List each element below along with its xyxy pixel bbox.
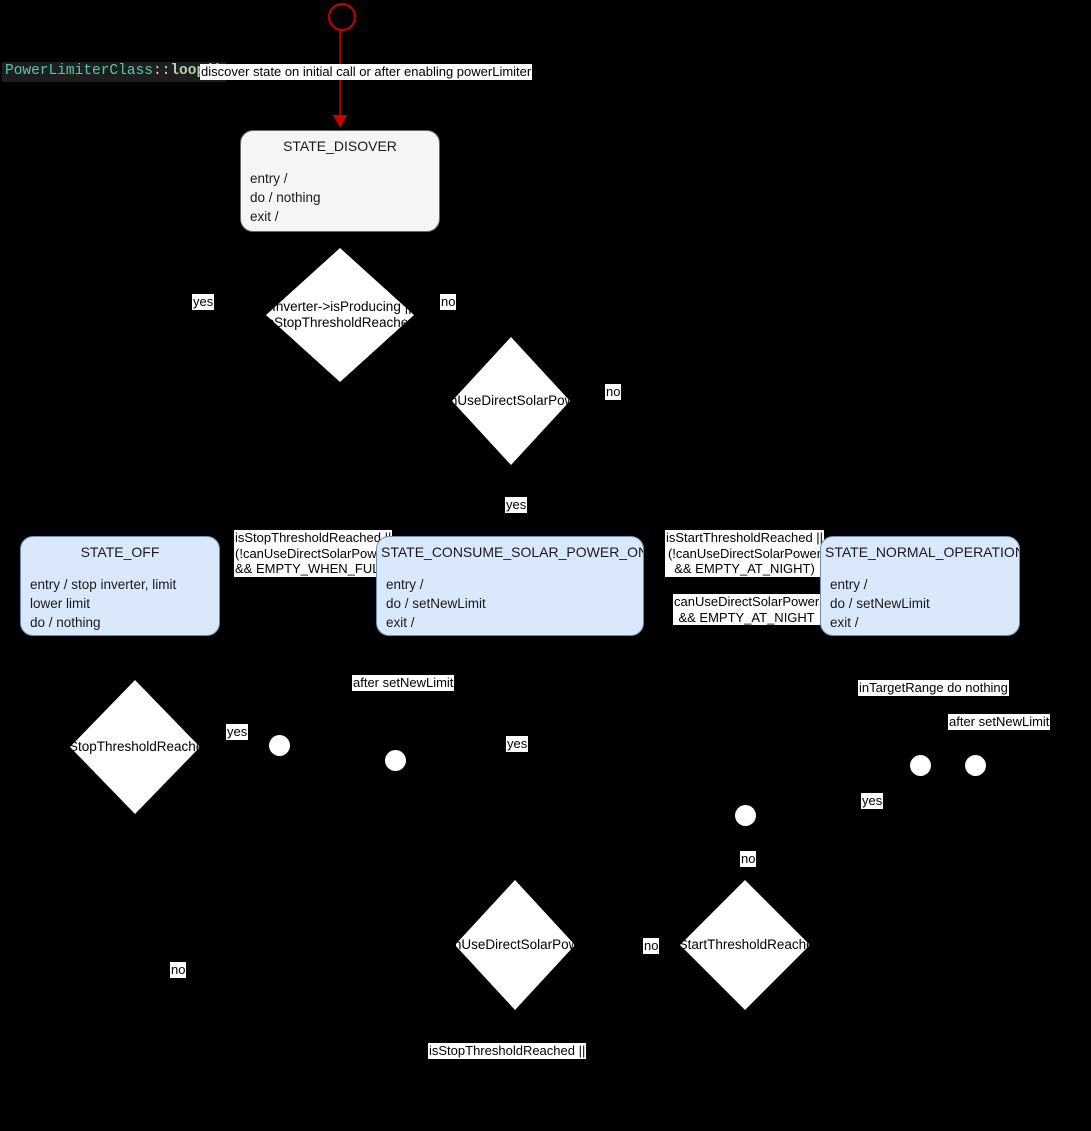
decision-diamond-shape (452, 337, 570, 465)
decision-node-inverter-producing[interactable]: !Inverter->isProducing || isStopThreshol… (264, 248, 416, 382)
state-title-state-off: STATE_OFF (80, 544, 160, 560)
code-class-token: PowerLimiterClass (5, 63, 153, 79)
edge-label-guard-start-empty-at-night: isStartThresholdReached || (!canUseDirec… (665, 530, 825, 577)
edge-label-no-4: no (643, 938, 660, 954)
edge-label-yes-2: yes (505, 497, 528, 513)
edge-label-after-setnewlimit-2: after setNewLimit (948, 714, 1051, 730)
code-caption: PowerLimiterClass::loop() (2, 62, 226, 82)
edge-label-yes-4: yes (506, 736, 529, 752)
connection-dot-4 (965, 755, 986, 776)
edge-label-no-3: no (740, 851, 757, 867)
decision-diamond-shape (455, 880, 575, 1010)
decision-node-is-stop-threshold-reached[interactable]: isStopThresholdReached (59, 680, 211, 814)
decision-diamond-shape (70, 680, 200, 814)
state-title-state-normal-operation: STATE_NORMAL_OPERATION (825, 544, 1020, 560)
edge-label-yes-3: yes (226, 724, 249, 740)
edge-label-initial-transition: discover state on initial call or after … (200, 64, 533, 80)
state-node-state-off[interactable]: STATE_OFF entry / stop inverter, limit l… (20, 536, 220, 636)
edge-label-in-target-range: inTargetRange do nothing (858, 680, 1009, 696)
edge-label-yes-5: yes (861, 793, 884, 809)
decision-node-can-use-direct-solar-power-top[interactable]: canUseDirectSolarPower (436, 337, 586, 465)
initial-state-node (328, 3, 356, 31)
state-node-state-normal-operation[interactable]: STATE_NORMAL_OPERATION entry / do / setN… (820, 536, 1020, 636)
decision-diamond-shape (266, 248, 414, 382)
edge-label-guard-stop-empty-when-full: isStopThresholdReached || (!canUseDirect… (234, 530, 393, 577)
decision-node-is-start-threshold-reached[interactable]: isStartThresholdReached (669, 880, 821, 1010)
state-actions-state-consume-solar-power-only: entry / do / setNewLimit exit / (386, 577, 486, 630)
edge-label-after-setnewlimit-1: after setNewLimit (352, 675, 455, 691)
state-title-state-consume-solar-power-only: STATE_CONSUME_SOLAR_POWER_ONLY (381, 544, 644, 560)
edge-label-no-2: no (605, 384, 622, 400)
state-node-state-disover[interactable]: STATE_DISOVER entry / do / nothing exit … (240, 130, 440, 232)
state-title-state-disover: STATE_DISOVER (283, 138, 397, 154)
state-actions-state-disover: entry / do / nothing exit / (250, 171, 321, 224)
state-actions-state-off: entry / stop inverter, limit lower limit… (30, 577, 177, 635)
connection-dot-1 (269, 735, 290, 756)
connection-dot-5 (735, 805, 756, 826)
edge-label-no-1: no (440, 294, 457, 310)
decision-node-can-use-direct-solar-power-bottom[interactable]: canUseDirectSolarPower (440, 880, 590, 1010)
code-operator-token: :: (152, 63, 171, 79)
edge-label-no-5: no (170, 962, 187, 978)
decision-diamond-shape (680, 880, 810, 1010)
connection-dot-3 (910, 755, 931, 776)
edge-label-stop-threshold-or: isStopThresholdReached || (428, 1043, 587, 1059)
state-actions-state-normal-operation: entry / do / setNewLimit exit / (830, 577, 930, 630)
edge-label-guard-can-use-empty-at-night: canUseDirectSolarPower && EMPTY_AT_NIGHT (673, 594, 821, 625)
state-node-state-consume-solar-power-only[interactable]: STATE_CONSUME_SOLAR_POWER_ONLY entry / d… (376, 536, 644, 636)
edge-label-yes-1: yes (192, 294, 215, 310)
connection-dot-2 (385, 750, 406, 771)
